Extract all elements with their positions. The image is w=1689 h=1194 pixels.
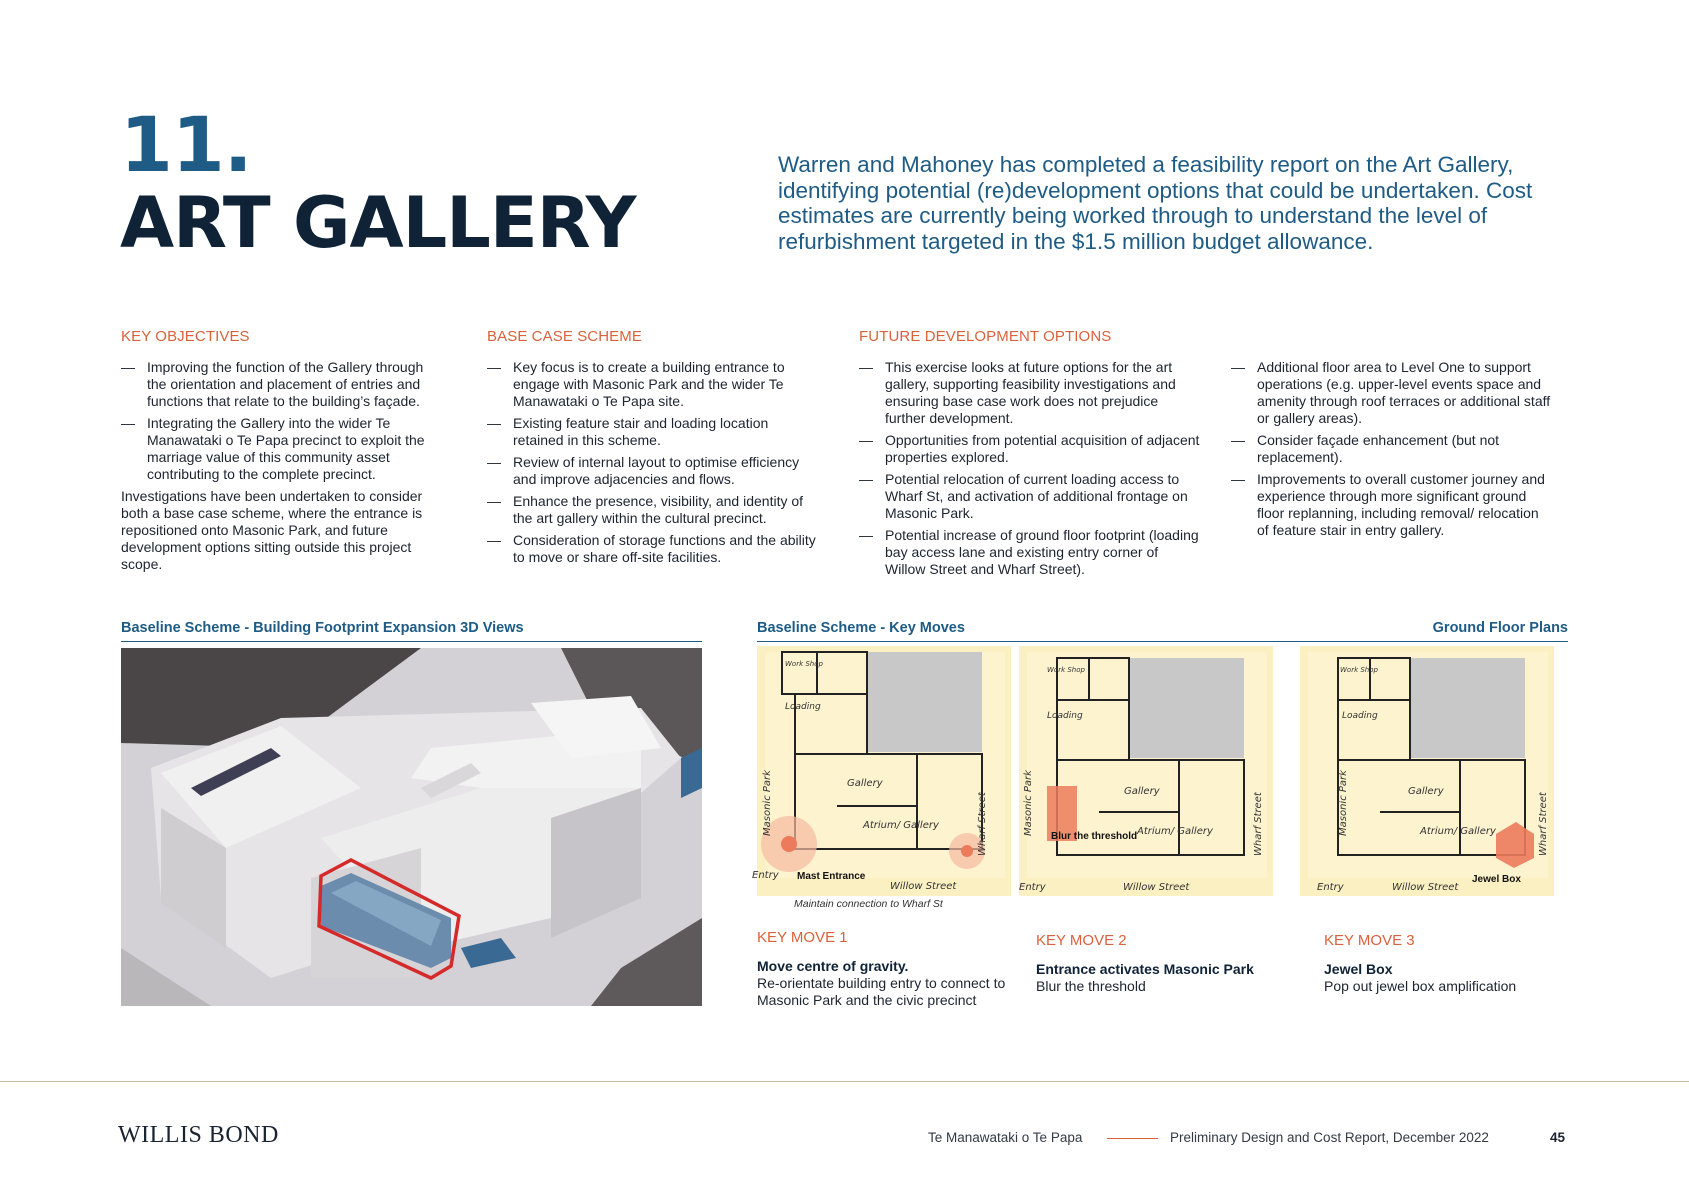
plan-label-wharf-street: Wharf Street — [1253, 791, 1264, 856]
plan-label-masonic-park: Masonic Park — [1338, 769, 1349, 836]
plan-label-masonic-park: Masonic Park — [762, 769, 773, 836]
plan-label-loading: Loading — [1342, 711, 1378, 721]
plan-label-workshop: Work Shop — [1047, 666, 1086, 674]
list-item: Additional floor area to Level One to su… — [1231, 359, 1554, 427]
base-case-heading: BASE CASE SCHEME — [487, 328, 642, 345]
list-item: Key focus is to create a building entran… — [487, 359, 820, 410]
plan-label-entry: Entry — [752, 870, 780, 881]
key-move-title: Entrance activates Masonic Park — [1036, 961, 1254, 977]
future-options-heading: FUTURE DEVELOPMENT OPTIONS — [859, 328, 1112, 345]
section-head-key-moves-label: Baseline Scheme - Key Moves — [757, 620, 965, 636]
list-item: Consideration of storage functions and t… — [487, 532, 820, 566]
plan-label-willow-street: Willow Street — [1392, 882, 1459, 893]
company-logo: WILLIS BOND — [118, 1122, 279, 1148]
plan-label-willow-street: Willow Street — [890, 881, 957, 892]
base-case-column: BASE CASE SCHEME Key focus is to create … — [487, 328, 820, 571]
key-move-3: KEY MOVE 3 Jewel Box Pop out jewel box a… — [1324, 932, 1564, 995]
key-objectives-paragraph: Investigations have been undertaken to c… — [121, 488, 423, 572]
footer-dash — [1107, 1138, 1158, 1139]
plan-label-gallery: Gallery — [1124, 786, 1161, 797]
key-move-text: Blur the threshold — [1036, 978, 1146, 994]
plan-label-gallery: Gallery — [1408, 786, 1445, 797]
plan-label-atrium: Atrium/ Gallery — [1136, 826, 1214, 837]
section-head-key-moves: Baseline Scheme - Key Moves Ground Floor… — [757, 620, 1568, 642]
list-item: Potential increase of ground floor footp… — [859, 527, 1202, 578]
list-item: Review of internal layout to optimise ef… — [487, 454, 820, 488]
plan-label-blur: Blur the threshold — [1051, 831, 1137, 842]
list-item: Integrating the Gallery into the wider T… — [121, 415, 443, 483]
key-move-heading: KEY MOVE 2 — [1036, 932, 1127, 949]
list-item: Improving the function of the Gallery th… — [121, 359, 443, 410]
intro-paragraph: Warren and Mahoney has completed a feasi… — [778, 152, 1533, 254]
plan-label-workshop: Work Shop — [785, 660, 824, 668]
page-title: ART GALLERY — [120, 182, 636, 264]
plan-label-jewel: Jewel Box — [1472, 874, 1521, 885]
section-head-floor-plans-label: Ground Floor Plans — [1432, 620, 1568, 636]
plan-label-atrium: Atrium/ Gallery — [1419, 826, 1497, 837]
plan-label-loading: Loading — [785, 702, 821, 712]
footer-project: Te Manawataki o Te Papa — [928, 1130, 1083, 1145]
key-move-text: Re-orientate building entry to connect t… — [757, 975, 1006, 1008]
plan-label-entry: Entry — [1317, 882, 1345, 893]
list-item: Improvements to overall customer journey… — [1231, 471, 1554, 539]
plan-label-wharf-street: Wharf Street — [1538, 791, 1549, 856]
plan-label-workshop: Work Shop — [1340, 666, 1379, 674]
building-3d-illustration — [121, 648, 702, 1006]
plan-label-masonic-park: Masonic Park — [1023, 769, 1034, 836]
page-number: 45 — [1550, 1130, 1566, 1145]
building-3d-render — [121, 648, 702, 1006]
plan-label-mast-entrance: Mast Entrance — [797, 871, 866, 882]
key-move-2: KEY MOVE 2 Entrance activates Masonic Pa… — [1036, 932, 1286, 995]
plan-label-atrium: Atrium/ Gallery — [862, 820, 940, 831]
key-move-title: Move centre of gravity. — [757, 958, 909, 974]
list-item: Potential relocation of current loading … — [859, 471, 1202, 522]
floor-plan-key-move-1: Work Shop Loading Gallery Atrium/ Galler… — [752, 646, 1011, 896]
future-options-column-2: Additional floor area to Level One to su… — [1231, 359, 1554, 544]
plan-label-gallery: Gallery — [847, 778, 884, 789]
list-item: Enhance the presence, visibility, and id… — [487, 493, 820, 527]
list-item: Existing feature stair and loading locat… — [487, 415, 820, 449]
key-objectives-column: KEY OBJECTIVES Improving the function of… — [121, 328, 443, 573]
key-move-heading: KEY MOVE 1 — [757, 929, 848, 946]
footer-divider — [0, 1081, 1689, 1082]
section-head-3d-label: Baseline Scheme - Building Footprint Exp… — [121, 620, 524, 636]
key-move-title: Jewel Box — [1324, 961, 1393, 977]
key-move-text: Pop out jewel box amplification — [1324, 978, 1517, 994]
key-move-heading: KEY MOVE 3 — [1324, 932, 1415, 949]
plan-label-wharf-street: Wharf Street — [977, 791, 988, 856]
list-item: Consider façade enhancement (but not rep… — [1231, 432, 1554, 466]
list-item: Opportunities from potential acquisition… — [859, 432, 1202, 466]
future-options-column: FUTURE DEVELOPMENT OPTIONS This exercise… — [859, 328, 1202, 583]
plan-label-loading: Loading — [1047, 711, 1083, 721]
section-number: 11. — [120, 100, 253, 189]
floor-plan-key-move-3: Work Shop Loading Gallery Atrium/ Galler… — [1300, 646, 1554, 896]
section-head-3d-views: Baseline Scheme - Building Footprint Exp… — [121, 620, 702, 642]
list-item: This exercise looks at future options fo… — [859, 359, 1202, 427]
plan-note-wharf: Maintain connection to Wharf St — [794, 898, 943, 910]
footer-report: Preliminary Design and Cost Report, Dece… — [1170, 1130, 1489, 1145]
floor-plan-key-move-2: Work Shop Loading Gallery Atrium/ Galler… — [1019, 646, 1273, 896]
plan-label-willow-street: Willow Street — [1123, 882, 1190, 893]
key-objectives-heading: KEY OBJECTIVES — [121, 328, 250, 345]
plan-label-entry: Entry — [1019, 882, 1047, 893]
key-move-1: KEY MOVE 1 Move centre of gravity. Re-or… — [757, 929, 1007, 1009]
